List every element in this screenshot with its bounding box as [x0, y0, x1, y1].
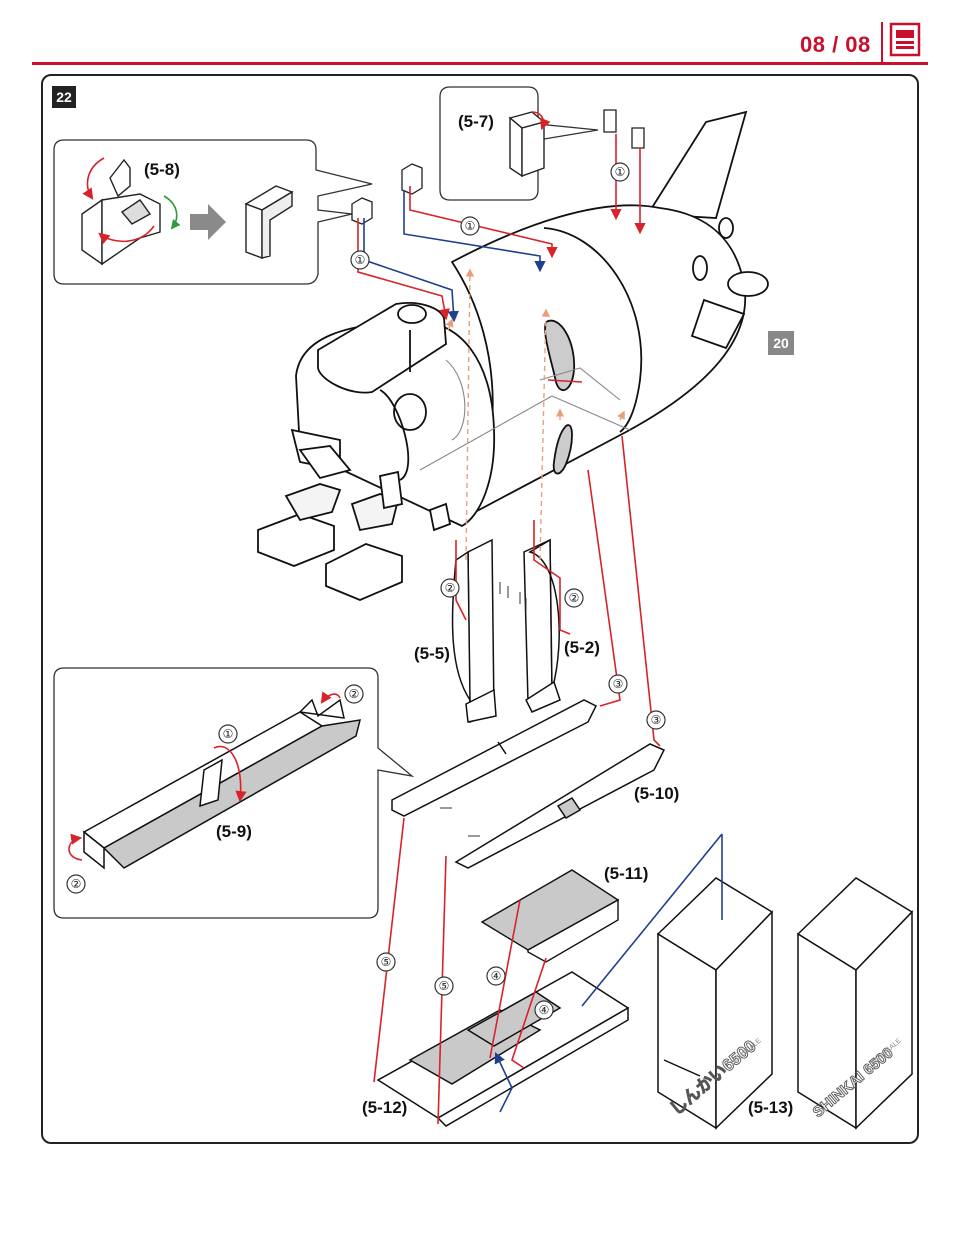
fold-step-5: ⑤ [439, 979, 450, 993]
part-5-11 [480, 869, 620, 963]
label-part-5-8: (5-8) [144, 160, 180, 179]
part-5-12 [376, 971, 630, 1127]
fold-step-2: ② [71, 877, 82, 891]
label-part-5-12: (5-12) [362, 1098, 408, 1117]
small-tab-pieces [351, 109, 645, 225]
step-circles [66, 162, 666, 1020]
label-part-5-2: (5-2) [564, 638, 600, 657]
callout-5-7 [439, 86, 599, 201]
fold-step-1: ① [355, 253, 366, 267]
step-number-badge: 22 [52, 86, 76, 108]
step-circle-numbers: ① ① ① ② ② ③ ③ ① ② ② ⑤ ⑤ ④ ④ [71, 165, 662, 1017]
label-part-5-5: (5-5) [414, 644, 450, 663]
submarine-body [257, 110, 769, 601]
label-part-5-11: (5-11) [604, 864, 649, 883]
part-5-10 [391, 699, 666, 869]
part-5-8-folded [244, 185, 294, 260]
label-part-5-13: (5-13) [748, 1098, 794, 1117]
fold-step-1: ① [465, 219, 476, 233]
instruction-frame [41, 74, 919, 1144]
part-5-8-unfolded [81, 158, 161, 266]
direction-marks [440, 582, 527, 837]
fold-step-2: ② [569, 591, 580, 605]
callout-5-9 [53, 667, 415, 919]
part-5-7 [508, 111, 546, 178]
orange-assembly-arrows [445, 268, 625, 561]
part-5-13-right [796, 877, 914, 1130]
hull-guide-lines [419, 359, 631, 471]
page-number: 08 / 08 [800, 32, 871, 57]
part-5-2 [523, 538, 561, 713]
reference-step-badge: 20 [768, 331, 794, 355]
fold-step-4: ④ [491, 969, 502, 983]
fold-step-3: ③ [651, 713, 662, 727]
part-5-5 [451, 538, 497, 724]
document-icon[interactable] [888, 22, 924, 58]
header-separator [881, 22, 883, 64]
part-5-9 [82, 698, 362, 870]
label-part-5-10: (5-10) [634, 784, 680, 803]
fold-step-1: ① [615, 165, 626, 179]
fold-step-4: ④ [539, 1003, 550, 1017]
callout-5-8 [53, 139, 373, 285]
fold-step-2: ② [349, 687, 360, 701]
label-part-5-9: (5-9) [216, 822, 252, 841]
fold-step-2: ② [445, 581, 456, 595]
label-part-5-7: (5-7) [458, 112, 494, 131]
transform-arrow-icon [190, 204, 226, 240]
header-rule [32, 62, 928, 65]
part-5-13-left [656, 877, 774, 1130]
blue-guide-lines [363, 190, 723, 1113]
fold-step-3: ③ [613, 677, 624, 691]
fold-step-1: ① [223, 727, 234, 741]
fold-step-5: ⑤ [381, 955, 392, 969]
